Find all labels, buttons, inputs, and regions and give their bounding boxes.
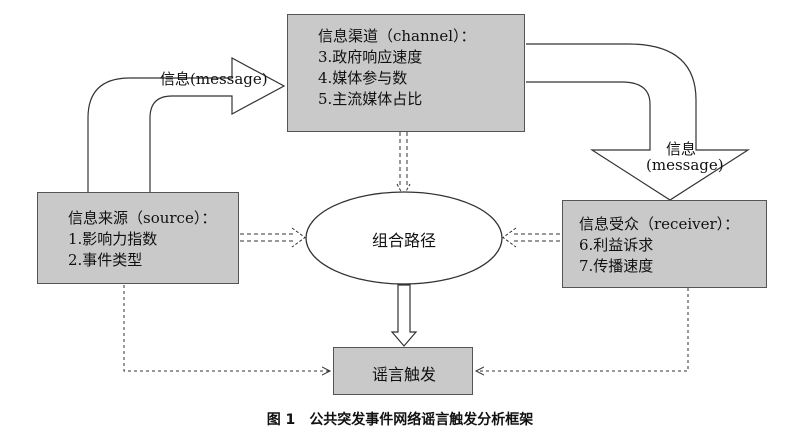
figure-caption: 图 1 公共突发事件网络谣言触发分析框架 xyxy=(0,409,800,429)
dashed-line-source-to-trigger xyxy=(123,285,330,371)
combination-path-label: 组合路径 xyxy=(371,231,436,250)
channel-item: 4.媒体参与数 xyxy=(318,69,408,87)
source-title: 信息来源（source）： xyxy=(68,209,217,227)
source-item: 2.事件类型 xyxy=(68,251,143,269)
channel-item: 5.主流媒体占比 xyxy=(318,90,423,108)
dashed-arrow-channel-to-path xyxy=(396,132,411,198)
dashed-arrow-source-to-path xyxy=(240,227,306,248)
source-box: 信息来源（source）： 1.影响力指数 2.事件类型 xyxy=(37,192,239,284)
rumor-trigger-label: 谣言触发 xyxy=(371,365,436,384)
figure-title: 公共突发事件网络谣言触发分析框架 xyxy=(309,412,534,428)
receiver-item: 7.传播速度 xyxy=(579,257,654,275)
message-label-right-bottom: (message) xyxy=(646,156,724,174)
message-arrow-source-to-channel xyxy=(87,56,286,192)
channel-item: 3.政府响应速度 xyxy=(318,48,423,66)
receiver-item: 6.利益诉求 xyxy=(579,236,654,254)
arrow-path-to-trigger xyxy=(390,284,418,347)
message-label-left: 信息(message) xyxy=(160,70,268,88)
dashed-line-receiver-to-trigger xyxy=(476,288,689,371)
combination-path-ellipse xyxy=(305,191,503,285)
rumor-trigger-box: 谣言触发 xyxy=(333,347,473,395)
dashed-arrow-receiver-to-path xyxy=(502,227,560,248)
source-item: 1.影响力指数 xyxy=(68,230,158,248)
figure-number: 图 1 xyxy=(266,412,296,428)
channel-title: 信息渠道（channel）： xyxy=(318,27,476,45)
message-arrow-channel-to-receiver xyxy=(526,43,751,201)
message-label-right-top: 信息 xyxy=(666,140,697,158)
receiver-title: 信息受众（receiver）： xyxy=(579,215,740,233)
receiver-box: 信息受众（receiver）： 6.利益诉求 7.传播速度 xyxy=(562,200,767,288)
channel-box: 信息渠道（channel）： 3.政府响应速度 4.媒体参与数 5.主流媒体占比 xyxy=(287,14,525,132)
